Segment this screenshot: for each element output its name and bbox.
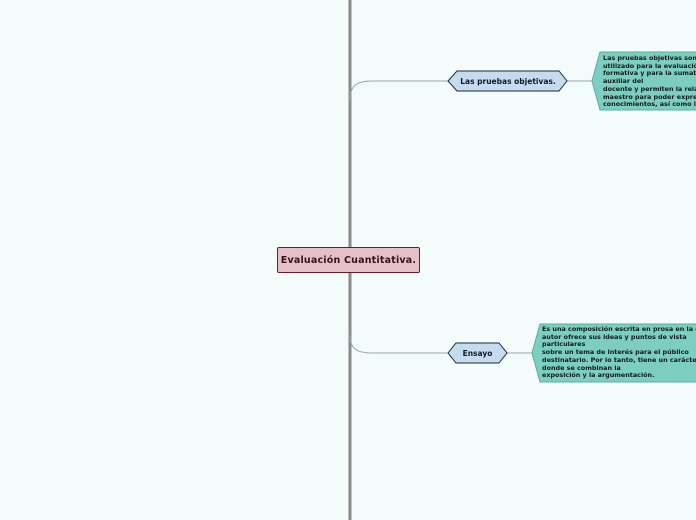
- topic-label-pruebas[interactable]: Las pruebas objetivas.: [460, 76, 556, 86]
- note-node-shape-2[interactable]: [531, 323, 696, 383]
- connector-branch-2: [349, 334, 448, 354]
- connector-branch-1: [349, 80, 448, 101]
- central-topic[interactable]: Evaluación Cuantitativa.: [277, 247, 420, 273]
- note-text-ensayo: Es una composición escrita en prosa en l…: [542, 326, 696, 380]
- note-node-shape-1[interactable]: [591, 51, 696, 111]
- topic-node-shape-2[interactable]: [447, 342, 508, 364]
- topic-node-shape-1[interactable]: [447, 70, 568, 92]
- note-text-pruebas: Las pruebas objetivas son u utilizado pa…: [603, 55, 696, 109]
- topic-label-ensayo[interactable]: Ensayo: [462, 348, 493, 358]
